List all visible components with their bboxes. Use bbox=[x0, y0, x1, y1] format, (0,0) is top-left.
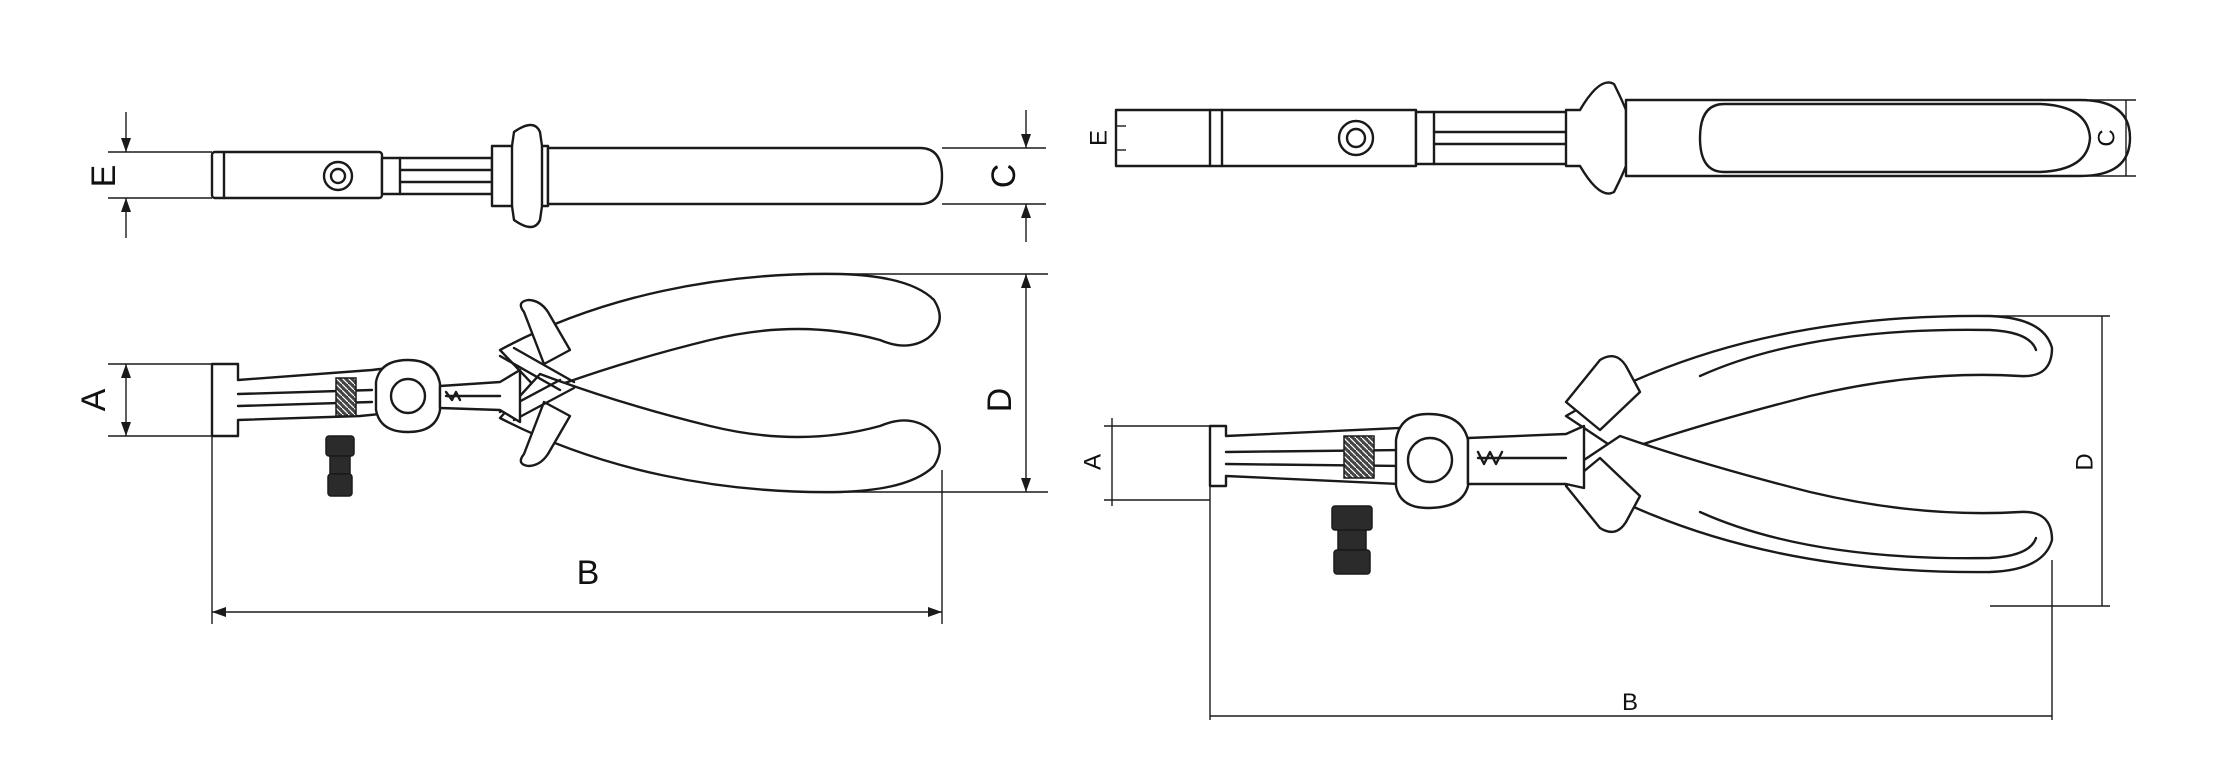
dimension-b-left: B bbox=[211, 436, 943, 624]
label-c-right: C bbox=[2093, 129, 2120, 146]
label-a-right: A bbox=[1079, 454, 1106, 470]
dimension-e-right: E bbox=[1085, 112, 1126, 164]
dimension-c-right: C bbox=[2090, 99, 2136, 177]
right-main-view bbox=[1208, 314, 2054, 575]
right-top-view bbox=[1114, 81, 2132, 195]
label-e-left: E bbox=[85, 165, 123, 188]
label-a-left: A bbox=[75, 388, 113, 411]
dimension-a-right: A bbox=[1079, 418, 1210, 506]
dimension-c-left: C bbox=[942, 110, 1046, 242]
dimension-e-left: E bbox=[85, 112, 212, 238]
label-d-left: D bbox=[981, 388, 1019, 413]
label-b-right: B bbox=[1622, 689, 1638, 716]
left-top-view bbox=[210, 123, 944, 229]
label-c-left: C bbox=[985, 164, 1023, 189]
dimension-d-left: D bbox=[842, 273, 1048, 493]
label-b-left: B bbox=[577, 554, 600, 592]
dimension-b-right: B bbox=[1209, 486, 2053, 720]
label-d-right: D bbox=[2071, 453, 2098, 470]
label-e-right: E bbox=[1085, 130, 1112, 146]
dimension-d-right: D bbox=[1990, 315, 2110, 607]
dimension-a-left: A bbox=[75, 363, 212, 437]
left-main-view bbox=[210, 272, 941, 497]
